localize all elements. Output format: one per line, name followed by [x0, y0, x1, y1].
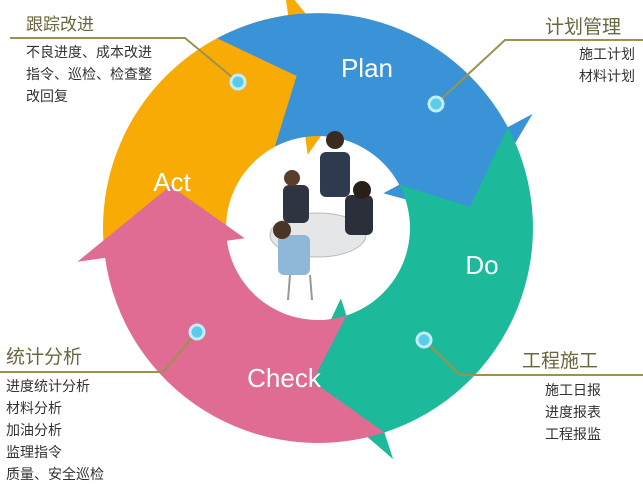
do-callout-title: 工程施工	[522, 350, 599, 372]
act-label: Act	[153, 167, 191, 197]
callout-line: 进度统计分析	[6, 379, 90, 395]
plan-arrow-segment	[217, 13, 533, 218]
meeting-illustration	[269, 131, 373, 301]
callout-line: 进度报表	[545, 405, 601, 421]
check-marker-dot	[188, 323, 206, 341]
act-leader-line	[10, 37, 239, 83]
do-leader-line	[423, 339, 643, 376]
plan-label: Plan	[341, 53, 393, 83]
do-callout-lines: 施工日报 进度报表 工程报监	[545, 380, 601, 446]
do-marker-dot	[415, 331, 433, 349]
callout-line: 工程报监	[545, 427, 601, 443]
callout-line: 材料计划	[579, 69, 635, 85]
callout-line: 加油分析	[6, 423, 62, 439]
act-marker-dot	[229, 73, 247, 91]
do-label: Do	[465, 250, 498, 280]
callout-line: 材料分析	[6, 401, 62, 417]
callout-line: 监理指令	[6, 445, 62, 461]
check-callout-title: 统计分析	[6, 346, 83, 368]
check-label: Check	[247, 363, 322, 393]
act-callout-title: 跟踪改进	[26, 15, 94, 35]
callout-line: 施工日报	[545, 383, 601, 399]
plan-callout-lines: 施工计划 材料计划	[579, 44, 635, 88]
callout-line: 施工计划	[579, 47, 635, 63]
callout-line: 不良进度、成本改进	[26, 45, 152, 61]
callout-line: 指令、巡检、检查整	[26, 67, 152, 83]
callout-line: 改回复	[26, 89, 68, 105]
check-arrow-segment	[77, 185, 385, 444]
callout-line: 质量、安全巡检	[6, 467, 104, 483]
do-arrow-segment	[302, 127, 533, 460]
check-leader-line	[0, 331, 198, 373]
plan-marker-dot	[427, 95, 445, 113]
plan-leader-line	[435, 39, 643, 105]
plan-callout-title: 计划管理	[545, 16, 622, 38]
check-callout-lines: 进度统计分析 材料分析 加油分析 监理指令 质量、安全巡检	[6, 376, 104, 486]
act-callout-lines: 不良进度、成本改进 指令、巡检、检查整 改回复	[26, 42, 152, 108]
